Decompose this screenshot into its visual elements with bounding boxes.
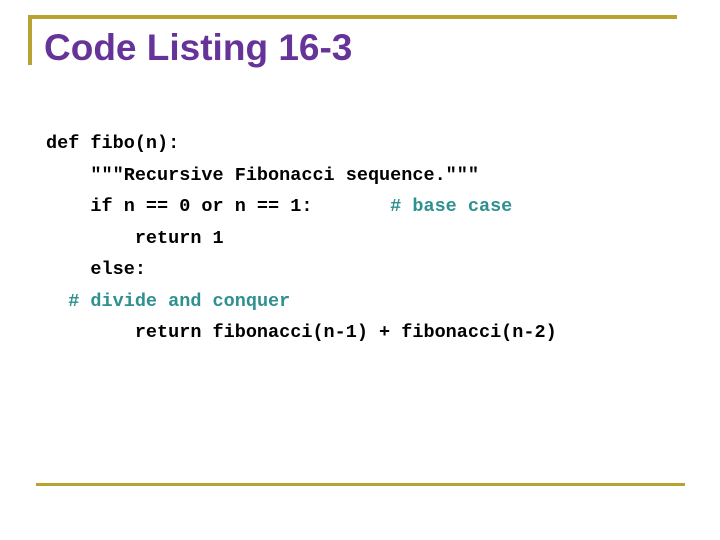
code-text: """Recursive Fibonacci sequence."""	[46, 164, 479, 186]
code-text	[46, 291, 68, 312]
code-comment: # base case	[390, 196, 513, 217]
top-accent-rule	[30, 15, 677, 19]
code-line: # divide and conquer	[46, 286, 557, 318]
code-line: return fibonacci(n-1) + fibonacci(n-2)	[46, 317, 557, 349]
code-line: return 1	[46, 223, 557, 255]
title-accent-bar	[28, 15, 32, 65]
code-text: return 1	[46, 227, 224, 249]
code-text: return fibonacci(n-1) + fibonacci(n-2)	[46, 322, 557, 343]
code-listing: def fibo(n): """Recursive Fibonacci sequ…	[46, 128, 557, 349]
code-line: else:	[46, 254, 557, 286]
code-line: def fibo(n):	[46, 128, 557, 160]
code-text: if n == 0 or n == 1:	[46, 196, 391, 217]
page-title: Code Listing 16-3	[44, 27, 353, 68]
bottom-accent-rule	[36, 483, 685, 486]
code-text: else:	[46, 259, 146, 280]
code-text: def fibo(n):	[46, 133, 180, 154]
code-line: """Recursive Fibonacci sequence."""	[46, 160, 557, 192]
code-line: if n == 0 or n == 1: # base case	[46, 191, 557, 223]
code-comment: # divide and conquer	[68, 290, 291, 312]
